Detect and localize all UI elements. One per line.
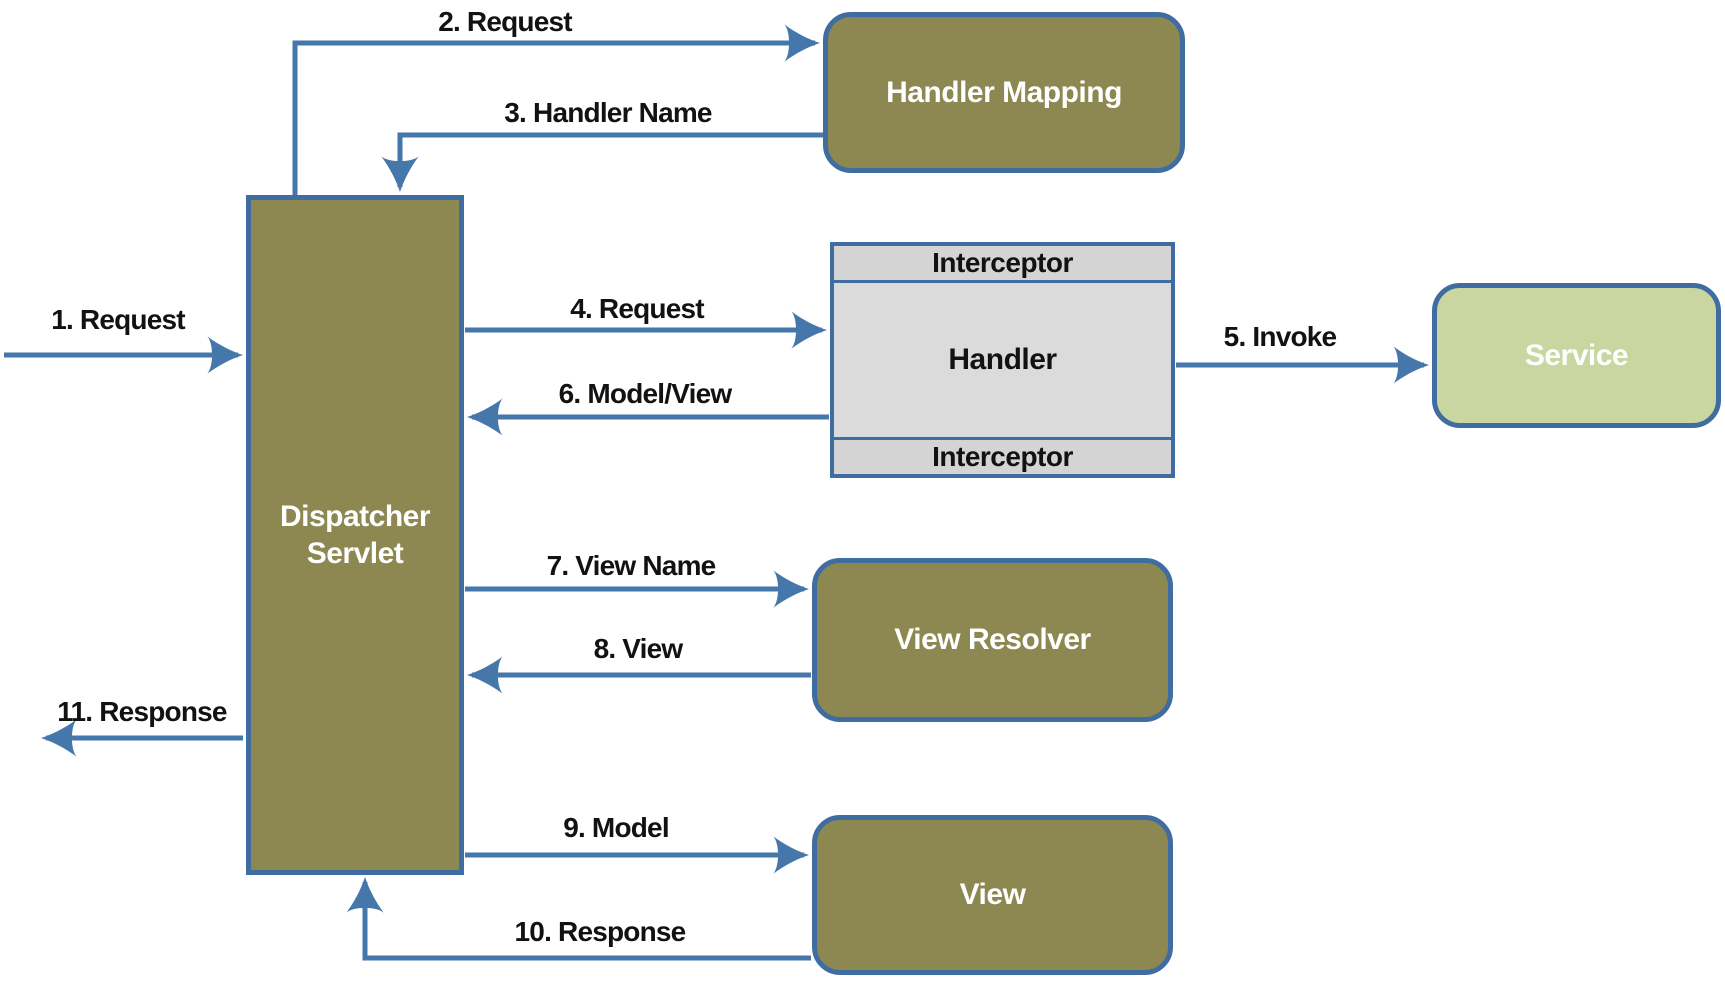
step-label-5-invoke: 5. Invoke xyxy=(1223,321,1337,352)
service-label: Service xyxy=(1524,338,1629,372)
arrow-2-request xyxy=(292,24,820,197)
view-resolver-label: View Resolver xyxy=(894,623,1091,657)
step-label-11-response: 11. Response xyxy=(57,696,227,727)
dispatcher-servlet-label: Dispatcher Servlet xyxy=(279,499,431,571)
step-label-10-response: 10. Response xyxy=(514,916,687,947)
handler-mapping-label: Handler Mapping xyxy=(886,75,1122,109)
step-label-8-view: 8. View xyxy=(593,633,684,664)
step-label-2-request: 2. Request xyxy=(438,6,572,37)
view-resolver-box: View Resolver xyxy=(812,558,1173,722)
view-label: View xyxy=(959,878,1026,912)
step-label-4-request: 4. Request xyxy=(570,293,704,324)
interceptor-bottom-label: Interceptor xyxy=(834,437,1171,474)
dispatcher-servlet-box: Dispatcher Servlet xyxy=(246,195,464,875)
step-label-3-handler-name: 3. Handler Name xyxy=(504,97,712,128)
step-label-6-model-view: 6. Model/View xyxy=(558,378,733,409)
step-label-1-request: 1. Request xyxy=(51,304,185,335)
service-box: Service xyxy=(1432,283,1721,428)
step-label-7-view-name: 7. View Name xyxy=(546,550,717,581)
view-box: View xyxy=(812,815,1173,975)
handler-mapping-box: Handler Mapping xyxy=(823,12,1185,173)
handler-label: Handler xyxy=(834,283,1171,437)
step-label-9-model: 9. Model xyxy=(563,812,669,843)
arrow-10-response xyxy=(346,877,811,961)
handler-box: Interceptor Handler Interceptor xyxy=(830,242,1175,478)
interceptor-top-label: Interceptor xyxy=(834,246,1171,283)
arrow-3-handler-name xyxy=(381,132,824,192)
